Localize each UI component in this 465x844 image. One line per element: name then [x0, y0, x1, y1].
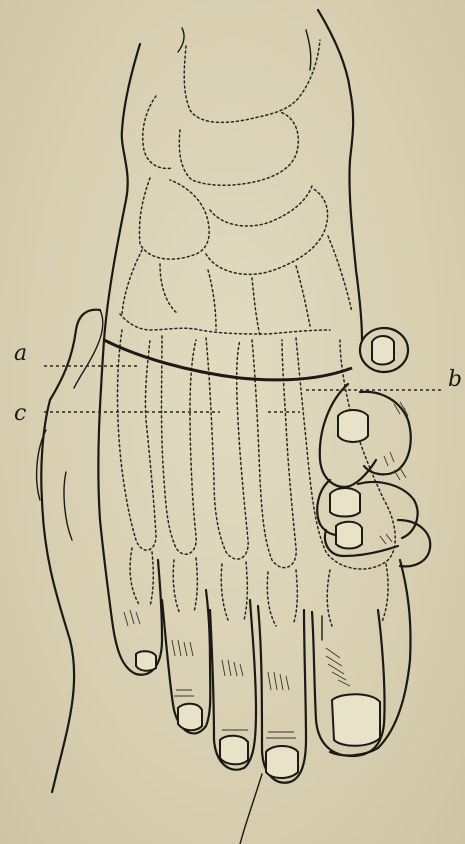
foot-outline — [98, 10, 410, 755]
pointer-line — [240, 774, 262, 844]
label-b: b — [448, 367, 462, 392]
skeleton-tarsal-bones — [120, 40, 352, 336]
operator-hand — [37, 310, 103, 792]
label-a: a — [14, 341, 27, 366]
ring-instrument — [360, 328, 408, 372]
amputation-line — [104, 340, 352, 380]
label-c: c — [14, 401, 26, 426]
